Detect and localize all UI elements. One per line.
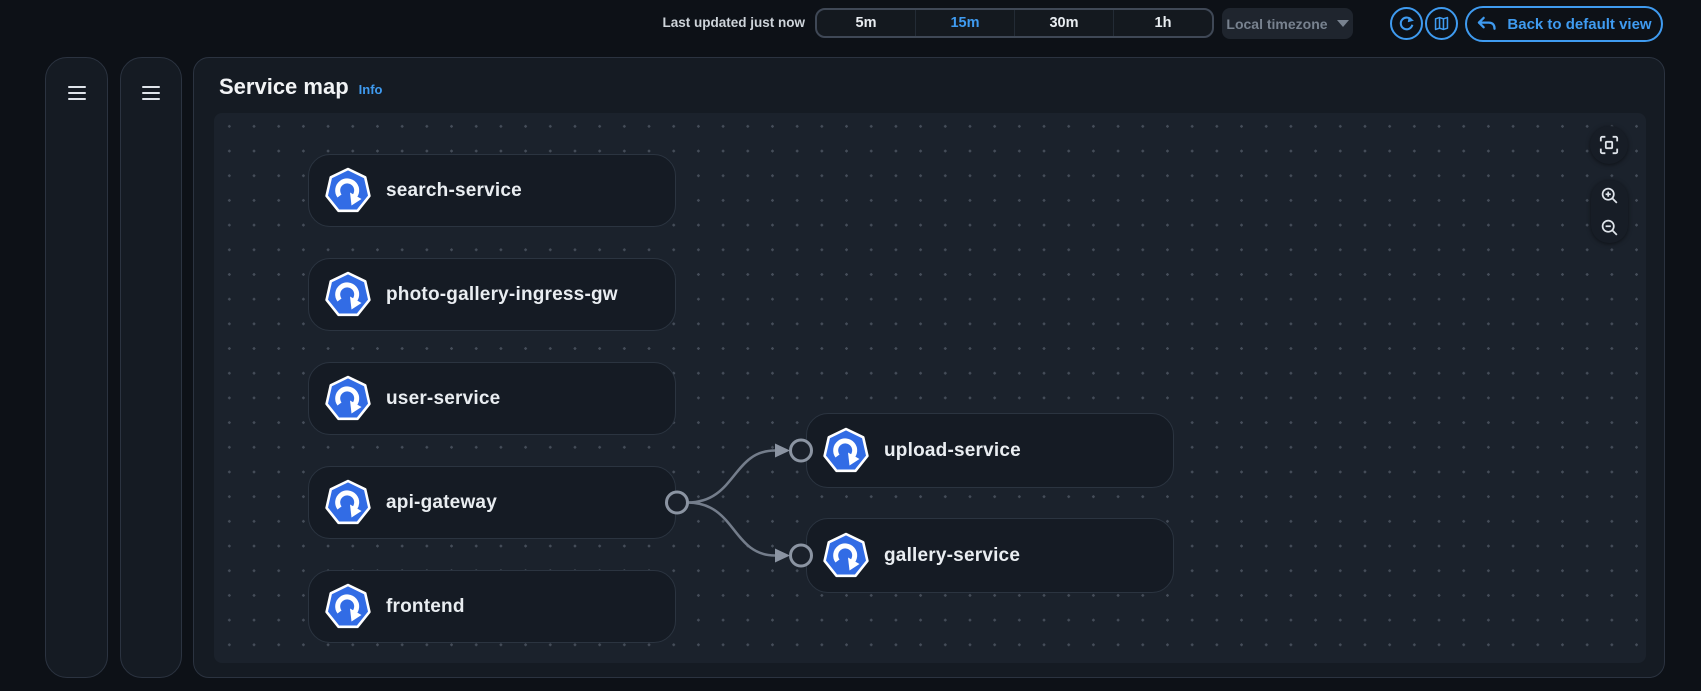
service-node-api-gateway[interactable]: api-gateway [308, 466, 676, 539]
kubernetes-service-icon [324, 583, 372, 631]
service-node-search-service[interactable]: search-service [308, 154, 676, 227]
service-map-canvas[interactable]: search-service photo-gallery-ingress-gw us… [214, 113, 1646, 663]
edge-arrowhead [775, 443, 790, 458]
zoom-out-icon [1600, 218, 1619, 237]
refresh-button[interactable] [1390, 7, 1423, 40]
zoom-controls [1591, 180, 1628, 243]
service-map-panel: Service map Info [193, 57, 1665, 678]
service-node-label: upload-service [884, 439, 1021, 461]
back-to-default-view-button[interactable]: Back to default view [1465, 6, 1663, 42]
page-title: Service map [219, 74, 349, 99]
edge-api-gateway-to-gallery-service [687, 501, 776, 557]
service-node-photo-gallery-ingress-gw[interactable]: photo-gallery-ingress-gw [308, 258, 676, 331]
service-node-label: search-service [386, 179, 522, 201]
zoom-out-button[interactable] [1591, 212, 1628, 244]
collapsed-panel-left-1 [45, 57, 108, 678]
hamburger-menu-button[interactable] [134, 78, 168, 108]
service-node-label: api-gateway [386, 491, 497, 513]
service-node-frontend[interactable]: frontend [308, 570, 676, 643]
service-node-user-service[interactable]: user-service [308, 362, 676, 435]
caret-down-icon [1336, 20, 1349, 27]
kubernetes-service-icon [324, 271, 372, 319]
minimap-button[interactable] [1425, 7, 1458, 40]
fit-to-view-button[interactable] [1590, 126, 1628, 164]
time-range-1h[interactable]: 1h [1113, 10, 1212, 36]
kubernetes-service-icon [822, 532, 870, 580]
service-node-label: frontend [386, 595, 465, 617]
service-node-label: user-service [386, 387, 501, 409]
kubernetes-service-icon [324, 375, 372, 423]
fit-to-view-icon [1599, 135, 1619, 155]
edge-arrowhead [775, 548, 790, 563]
service-node-label: gallery-service [884, 544, 1021, 566]
timezone-select[interactable]: Local timezone [1222, 8, 1353, 39]
undo-arrow-icon [1476, 16, 1497, 33]
collapsed-panel-left-2 [120, 57, 182, 678]
service-node-gallery-service[interactable]: gallery-service [806, 518, 1174, 593]
kubernetes-service-icon [822, 427, 870, 475]
service-node-upload-service[interactable]: upload-service [806, 413, 1174, 488]
edge-api-gateway-to-upload-service [687, 449, 776, 504]
kubernetes-service-icon [324, 479, 372, 527]
timezone-select-value: Local timezone [1226, 15, 1328, 32]
time-range-30m[interactable]: 30m [1014, 10, 1113, 36]
info-link[interactable]: Info [358, 82, 383, 97]
back-button-label: Back to default view [1507, 15, 1652, 33]
kubernetes-service-icon [324, 167, 372, 215]
zoom-in-icon [1600, 186, 1619, 205]
panel-header: Service map Info [219, 74, 382, 100]
refresh-icon [1397, 14, 1416, 33]
service-node-label: photo-gallery-ingress-gw [386, 283, 618, 305]
time-range-15m-selected[interactable]: 15m [915, 10, 1014, 36]
map-icon [1433, 15, 1450, 32]
time-range-5m[interactable]: 5m [817, 10, 915, 36]
hamburger-menu-button[interactable] [60, 78, 94, 108]
zoom-in-button[interactable] [1591, 180, 1628, 212]
last-updated-text: Last updated just now [662, 15, 805, 30]
